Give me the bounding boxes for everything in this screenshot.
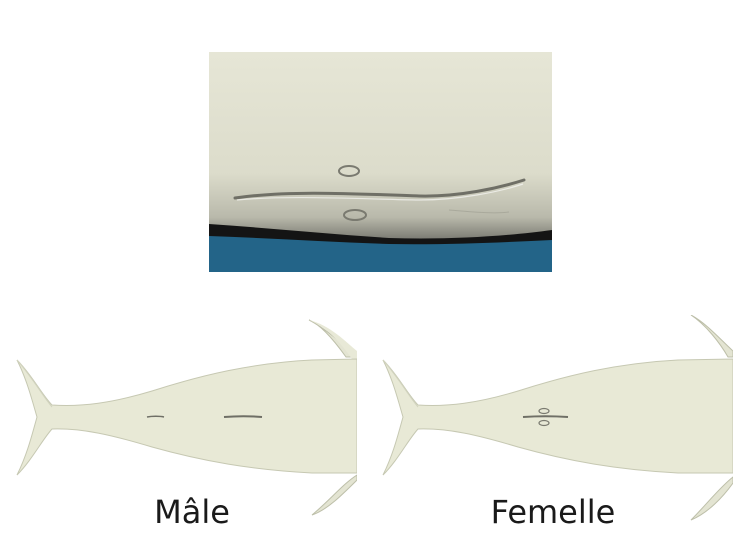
closeup-image <box>209 52 552 272</box>
genital-slit-male <box>223 415 263 418</box>
genital-slit-female <box>522 415 569 418</box>
flipper-upper <box>690 315 733 358</box>
flipper-lower <box>311 474 357 516</box>
flipper-lower <box>690 476 733 521</box>
whale-body <box>16 358 357 476</box>
whale-underside-male <box>16 319 357 516</box>
anal-slit <box>146 415 165 418</box>
mammary-slit-upper <box>538 407 550 415</box>
mammary-slit-lower <box>343 209 367 221</box>
slit-highlight <box>236 183 524 201</box>
flipper-upper <box>309 320 357 359</box>
whale-underside-female <box>382 315 733 521</box>
skin-fold <box>448 209 510 214</box>
water-band <box>209 236 552 272</box>
mammary-slit-lower <box>538 419 550 427</box>
label-male: Mâle <box>154 493 230 531</box>
mammary-slit-upper <box>338 165 360 177</box>
label-female: Femelle <box>490 493 616 531</box>
genital-slit <box>233 178 526 200</box>
